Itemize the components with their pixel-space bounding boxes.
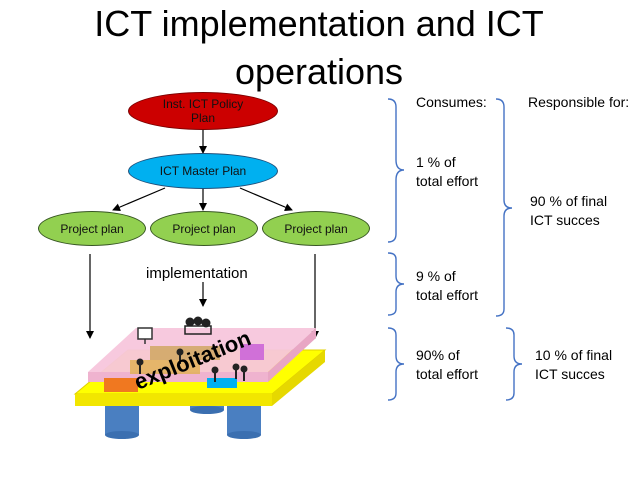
consume-3: 90% of total effort — [416, 346, 478, 384]
responsible-1-line-2: ICT succes — [530, 212, 600, 228]
bracket-consumes-3 — [387, 327, 405, 401]
arrow-master-to-project-3 — [239, 187, 293, 211]
responsible-1-line-1: 90 % of final — [530, 193, 608, 209]
consume-1-line-1: 1 % of — [416, 154, 456, 170]
consume-1: 1 % of total effort — [416, 153, 478, 191]
responsible-2: 10 % of final ICT succes — [535, 346, 612, 384]
project-plan-node-2: Project plan — [150, 211, 258, 246]
consume-2-line-1: 9 % of — [416, 268, 456, 284]
bracket-consumes-2 — [387, 252, 405, 316]
policy-plan-node: Inst. ICT Policy Plan — [128, 92, 278, 130]
consume-1-line-2: total effort — [416, 173, 479, 189]
bracket-consumes-1 — [387, 98, 405, 243]
responsible-2-line-1: 10 % of final — [535, 347, 613, 363]
platform-blocks — [104, 344, 264, 392]
project-plan-label-3: Project plan — [284, 221, 348, 236]
header-consumes: Consumes: — [416, 94, 487, 110]
slide-title: ICT implementation and ICT operations — [0, 0, 638, 96]
consume-3-line-2: total effort — [416, 366, 479, 382]
header-responsible: Responsible for: — [528, 94, 630, 110]
consume-3-line-1: 90% of — [416, 347, 460, 363]
master-plan-label: ICT Master Plan — [159, 164, 247, 178]
title-line-1: ICT implementation and ICT — [94, 3, 544, 44]
project-plan-node-1: Project plan — [38, 211, 146, 246]
implementation-label: implementation — [146, 265, 248, 282]
consume-2-line-2: total effort — [416, 287, 479, 303]
arrow-master-to-project-1 — [112, 187, 166, 211]
policy-plan-line-2: Plan — [190, 111, 216, 125]
people-icon — [136, 316, 248, 382]
project-plan-label-1: Project plan — [60, 221, 124, 236]
computer-icon — [137, 327, 153, 344]
project-plan-node-3: Project plan — [262, 211, 370, 246]
project-plan-label-2: Project plan — [172, 221, 236, 236]
consume-2: 9 % of total effort — [416, 267, 478, 305]
bracket-responsible-1 — [495, 98, 513, 317]
bracket-responsible-2 — [505, 327, 523, 401]
responsible-1: 90 % of final ICT succes — [530, 192, 607, 230]
policy-plan-line-1: Inst. ICT Policy — [162, 97, 244, 111]
responsible-2-line-2: ICT succes — [535, 366, 605, 382]
master-plan-node: ICT Master Plan — [128, 153, 278, 189]
title-line-2: operations — [234, 51, 404, 92]
